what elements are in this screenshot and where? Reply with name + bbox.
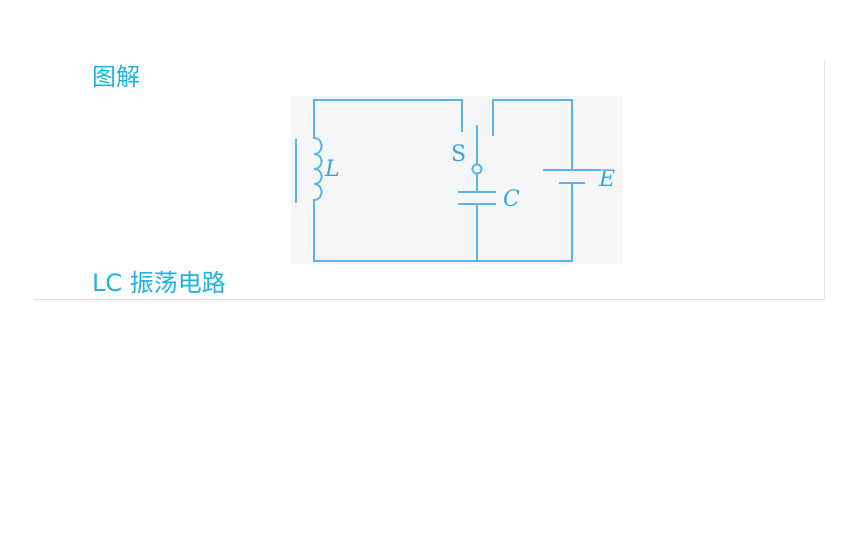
inductor-coil [312, 136, 323, 202]
battery-label: E [598, 167, 615, 192]
card-border-right [824, 60, 825, 300]
switch-label: S [451, 142, 466, 167]
lc-circuit-diagram: L S C E [291, 96, 622, 264]
card-border-bottom [34, 299, 825, 300]
right-loop-top-wire [492, 99, 573, 171]
capacitor-label: C [503, 187, 520, 212]
left-loop-top-wire [313, 99, 463, 139]
right-loop-bottom-wire [475, 182, 573, 262]
figure-background [291, 96, 622, 264]
inductor-label: L [324, 157, 340, 182]
left-loop-bottom-wire [313, 199, 477, 262]
figure-caption: LC 振荡电路 [92, 269, 226, 297]
figure-heading: 图解 [92, 63, 140, 91]
